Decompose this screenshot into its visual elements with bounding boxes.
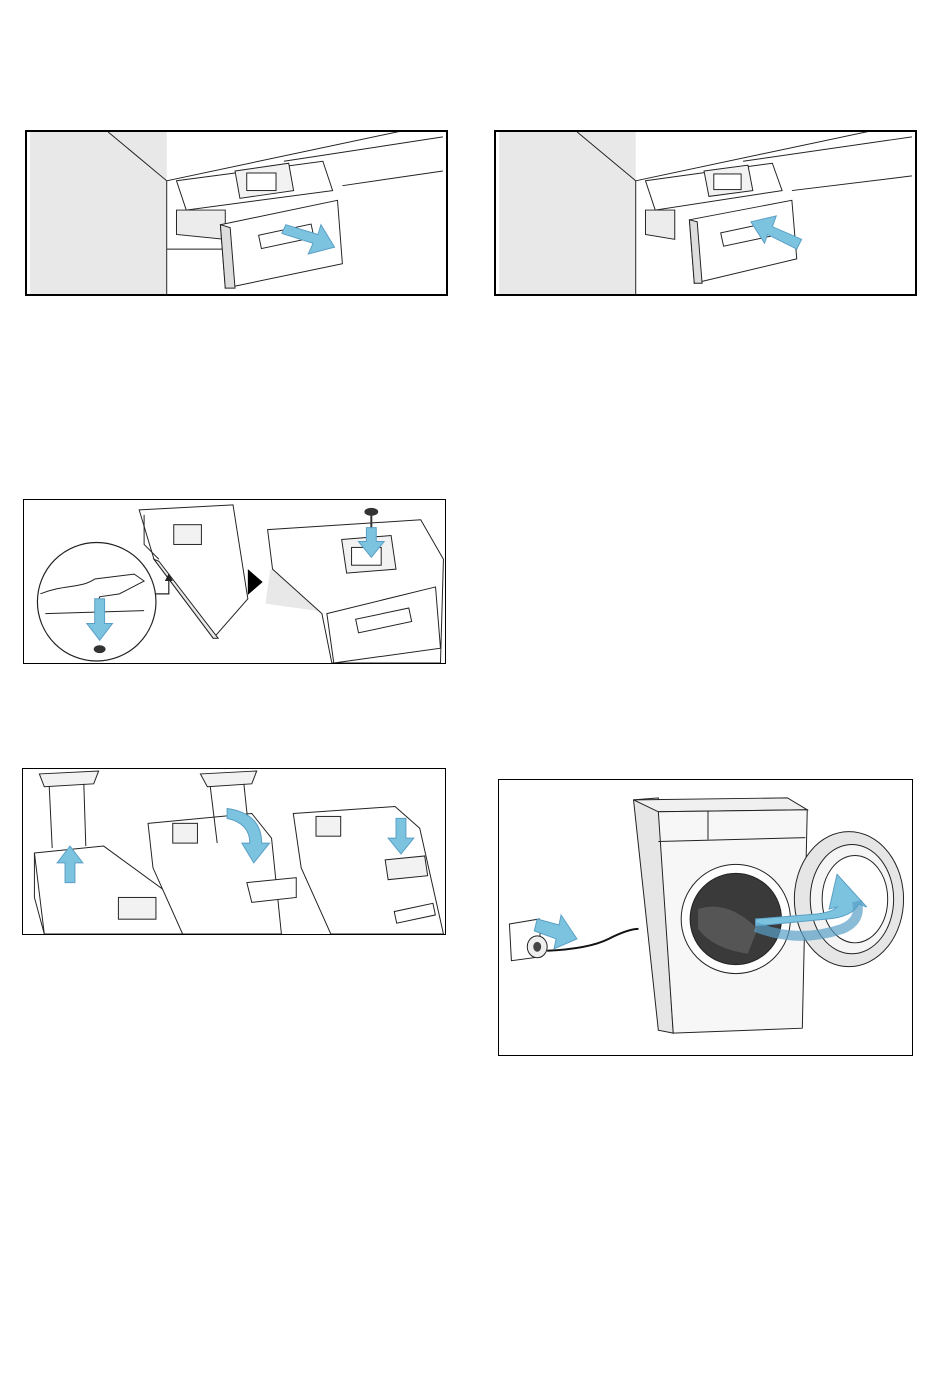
wall-shade xyxy=(30,132,167,294)
wall-shade xyxy=(499,132,636,294)
drawer-push-in-illustration xyxy=(496,132,915,294)
figure-drawer-push-in xyxy=(494,130,917,296)
insert-siphon-illustration xyxy=(23,769,445,934)
next-step-arrow xyxy=(248,569,263,595)
plug-in-and-open-door-illustration xyxy=(499,780,912,1055)
drawer-pull-out-illustration xyxy=(27,132,446,294)
figure-insert-siphon xyxy=(22,768,446,935)
figure-plug-in-and-open-door xyxy=(498,779,913,1056)
figure-release-catch xyxy=(23,499,446,664)
release-catch-illustration xyxy=(24,500,445,663)
figure-drawer-pull-out xyxy=(25,130,448,296)
